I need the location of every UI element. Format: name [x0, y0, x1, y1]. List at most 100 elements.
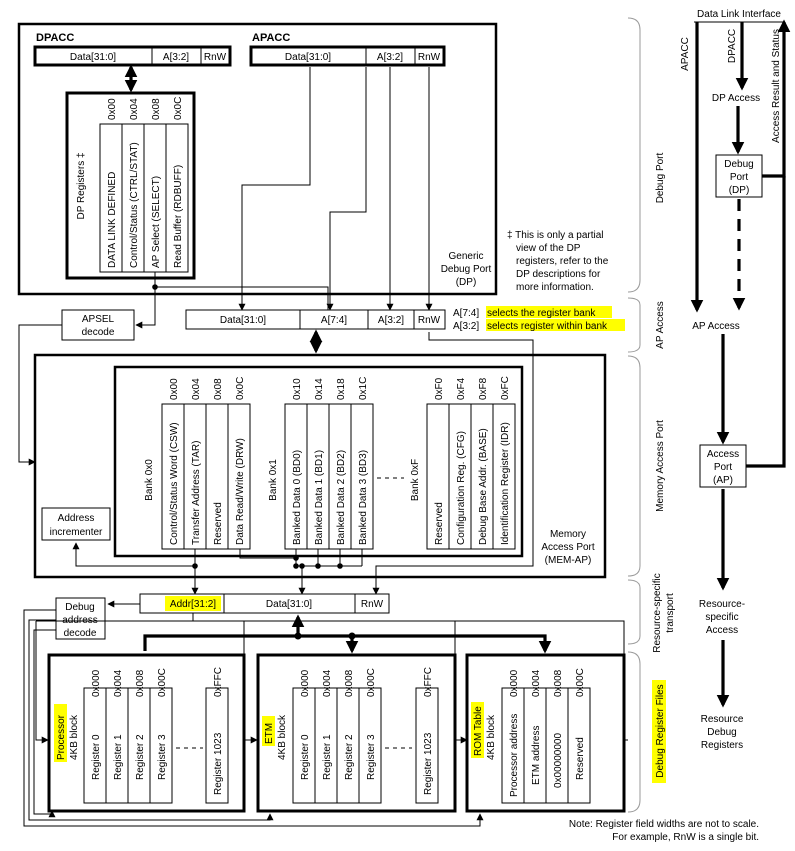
flow-title: Data Link Interface	[697, 9, 781, 20]
rom-addr-2: 0x008	[553, 669, 564, 697]
rom-addr-0: 0x000	[509, 669, 520, 697]
dp-reg-addr-0: 0x00	[107, 98, 118, 120]
section-debug-port: Debug Port	[655, 152, 666, 203]
dp-reg-name-1: Control/Status (CTRL/STAT)	[129, 142, 140, 268]
rom-addr-3: 0x00C	[575, 668, 586, 697]
proc-addr-0: 0x000	[91, 669, 102, 697]
dp-reg-addr-1: 0x04	[129, 98, 140, 120]
processor-subtitle: 4KB block	[69, 714, 80, 760]
bank0-label: Bank 0x0	[144, 459, 155, 501]
section-mem-ap: Memory Access Port	[655, 420, 666, 512]
etm-reg-4: Register 1023	[423, 732, 434, 795]
bank1-addr-0: 0x10	[292, 378, 303, 400]
flow-regs-2: Debug	[707, 727, 736, 738]
rom-reg-2: 0x00000000	[553, 733, 564, 788]
etm-addr-2: 0x008	[344, 669, 355, 697]
generic-dp-label-2: Debug Port	[441, 264, 492, 275]
transport-field-data: Data[31:0]	[266, 599, 312, 610]
apacc-field-data: Data[31:0]	[285, 52, 331, 63]
mem-ap-label-1: Memory	[550, 529, 586, 540]
bankf-reg-3: Identification Register (IDR)	[500, 422, 511, 545]
flow-resource-1: Resource-	[699, 599, 745, 610]
flow-regs-3: Registers	[701, 740, 743, 751]
proc-addr-1: 0x004	[113, 669, 124, 697]
bank0-addr-2: 0x08	[213, 378, 224, 400]
rom-subtitle: 4KB block	[486, 714, 497, 760]
dp-reg-name-2: AP Select (SELECT)	[151, 176, 162, 268]
transport-field-rnw: RnW	[361, 599, 384, 610]
bank1-addr-1: 0x14	[314, 378, 325, 400]
rom-reg-3: Reserved	[575, 737, 586, 780]
flow-regs-1: Resource	[701, 714, 744, 725]
dpacc-field-rnw: RnW	[204, 52, 227, 63]
flow-access-port-box	[699, 444, 747, 488]
section-register-files: Debug Register Files	[655, 684, 666, 777]
flow-ap-access: AP Access	[692, 321, 740, 332]
flow-dp-access: DP Access	[712, 93, 760, 104]
apsel-decode-box	[61, 309, 135, 341]
footnote-line-3: registers, refer to the	[516, 256, 609, 267]
etm-addr-3: 0x00C	[366, 668, 377, 697]
apsel-label-2: decode	[82, 327, 115, 338]
rom-reg-0: Processor address	[509, 714, 520, 797]
decode-label-1: Debug	[65, 602, 94, 613]
dpacc-title: DPACC	[36, 32, 74, 44]
dp-reg-name-3: Read Buffer (RDBUFF)	[173, 165, 184, 268]
decode-label-3: decode	[64, 628, 97, 639]
footnote-line-4: DP descriptions for	[516, 269, 601, 280]
proc-reg-2: Register 2	[135, 734, 146, 780]
flow-access-result-label: Access Result and Status	[771, 29, 782, 143]
flow-resource-3: Access	[706, 625, 738, 636]
etm-title: ETM	[264, 723, 275, 744]
bank1-reg-0: Banked Data 0 (BD0)	[292, 450, 303, 545]
flow-dpacc-label: DPACC	[727, 29, 738, 63]
bank1-addr-2: 0x18	[336, 378, 347, 400]
etm-subtitle: 4KB block	[277, 714, 288, 760]
flow-dp-1: Debug	[724, 159, 753, 170]
bankf-addr-3: 0xFC	[500, 376, 511, 400]
proc-addr-3: 0x00C	[157, 668, 168, 697]
reg-note-highlight: selects register within bank	[487, 321, 608, 332]
ap-bus-field-addr: A[3:2]	[378, 315, 404, 326]
bank0-reg-0: Control/Status Word (CSW)	[169, 422, 180, 545]
apsel-label-1: APSEL	[82, 314, 115, 325]
flow-ap-2: Port	[714, 462, 733, 473]
bank-note-prefix: A[7:4]	[453, 308, 479, 319]
etm-addr-0: 0x000	[300, 669, 311, 697]
bank1-reg-2: Banked Data 2 (BD2)	[336, 450, 347, 545]
proc-reg-3: Register 3	[157, 734, 168, 780]
bank0-reg-1: Transfer Address (TAR)	[191, 441, 202, 545]
ap-bus-field-rnw: RnW	[418, 315, 441, 326]
etm-reg-1: Register 1	[322, 734, 333, 780]
etm-reg-3: Register 3	[366, 734, 377, 780]
section-transport-1: Resource-specific	[652, 573, 663, 652]
proc-reg-0: Register 0	[91, 734, 102, 780]
etm-reg-0: Register 0	[300, 734, 311, 780]
etm-reg-2: Register 2	[344, 734, 355, 780]
bankf-addr-2: 0xF8	[478, 377, 489, 400]
proc-addr-4: 0xFFC	[213, 667, 224, 697]
apacc-title: APACC	[252, 32, 290, 44]
bankf-label: Bank 0xF	[410, 459, 421, 501]
etm-addr-1: 0x004	[322, 669, 333, 697]
flow-dp-2: Port	[730, 172, 749, 183]
flow-debug-port-box	[715, 154, 763, 198]
mem-ap-label-3: (MEM-AP)	[545, 555, 592, 566]
proc-reg-1: Register 1	[113, 734, 124, 780]
dp-reg-name-0: DATA LINK DEFINED	[107, 172, 118, 268]
apacc-field-addr: A[3:2]	[377, 52, 403, 63]
bank0-reg-3: Data Read/Write (DRW)	[235, 438, 246, 545]
apacc-register	[249, 45, 446, 67]
mem-ap-registers-box	[113, 365, 524, 558]
rom-addr-1: 0x004	[531, 669, 542, 697]
etm-block	[256, 653, 457, 813]
debug-address-decode-box	[55, 597, 106, 640]
ap-bus-register	[185, 309, 446, 330]
bank1-reg-1: Banked Data 1 (BD1)	[314, 450, 325, 545]
generic-dp-label-3: (DP)	[456, 277, 477, 288]
processor-title: Processor	[56, 714, 67, 760]
ap-bus-field-data: Data[31:0]	[220, 315, 266, 326]
bankf-reg-0: Reserved	[434, 502, 445, 545]
ap-bus-field-bank: A[7:4]	[321, 315, 347, 326]
